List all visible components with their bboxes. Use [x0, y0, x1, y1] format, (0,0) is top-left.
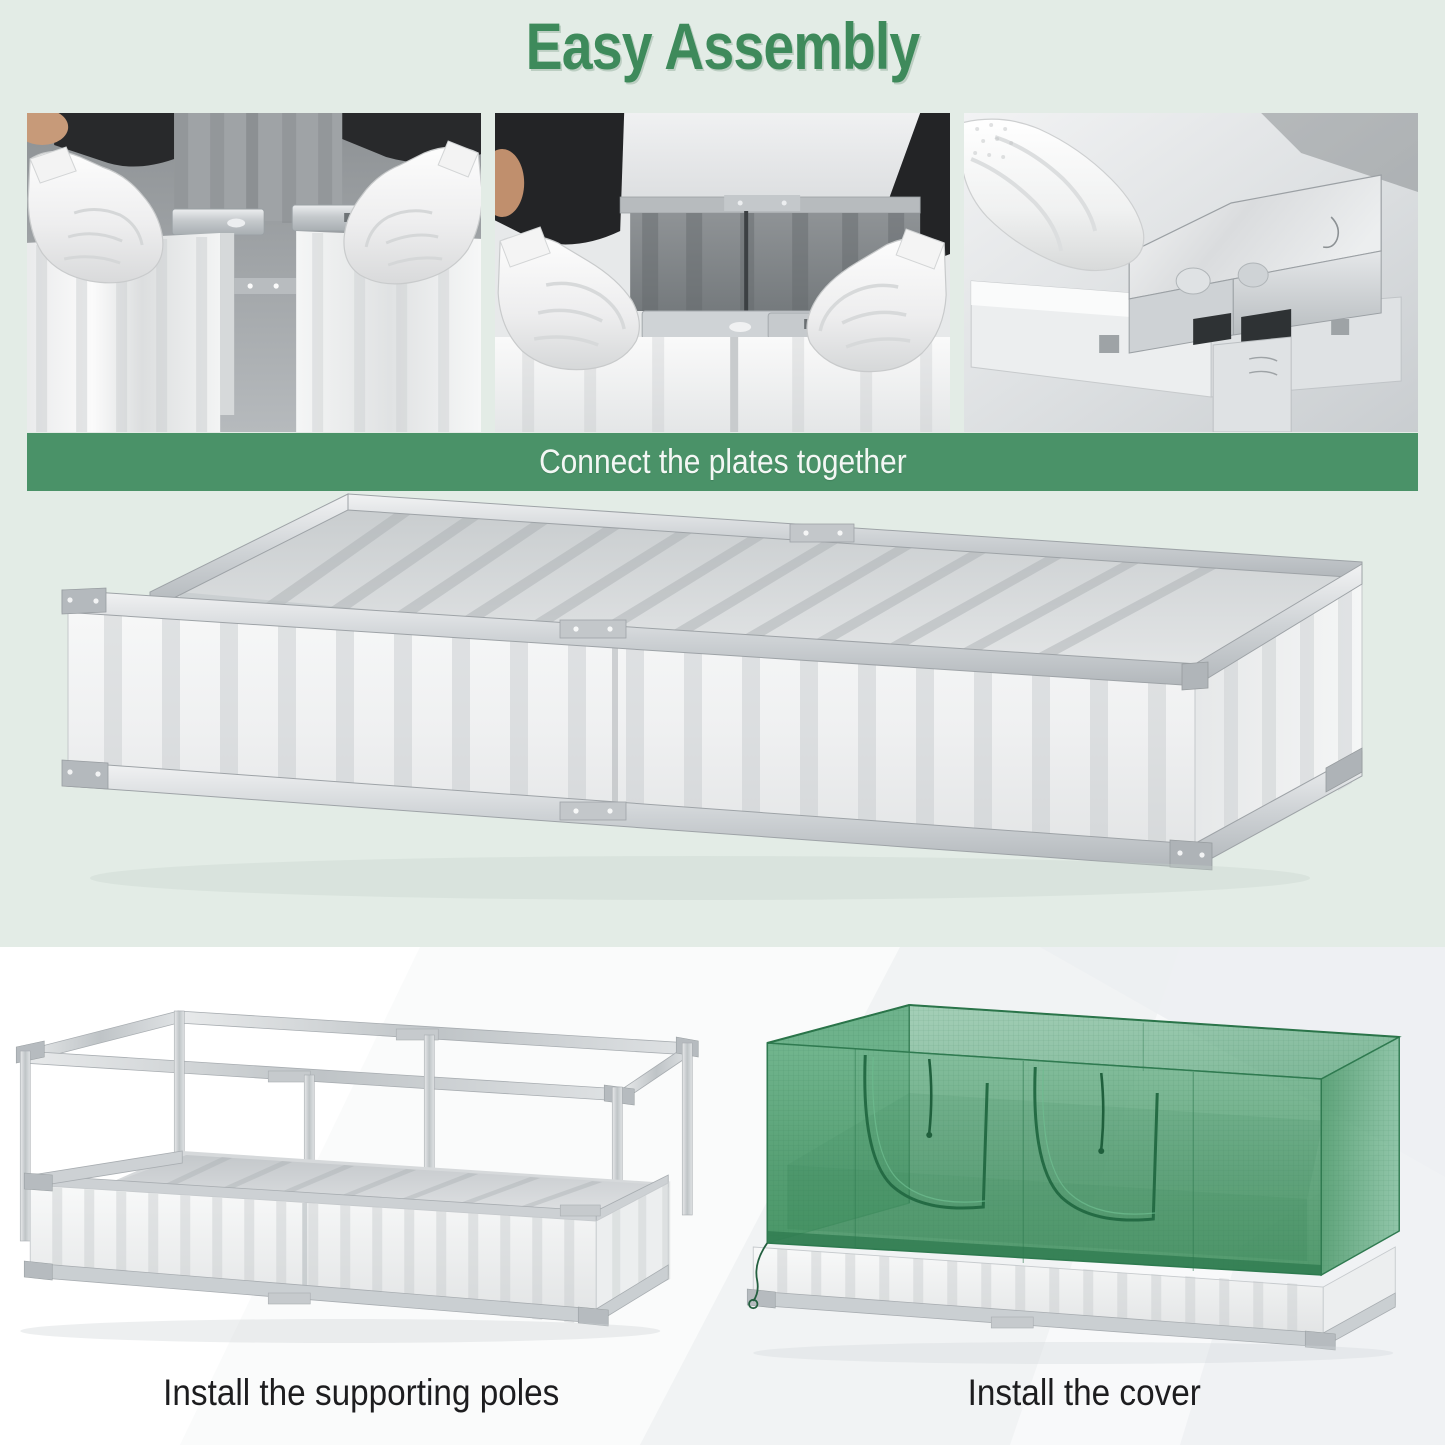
caption-cover: Install the cover: [967, 1372, 1201, 1413]
banner-label: Connect the plates together: [538, 442, 907, 481]
glove-icon: [806, 228, 948, 373]
caption-supporting-poles: Install the supporting poles: [163, 1372, 560, 1413]
glove-icon: [343, 140, 482, 285]
glove-icon: [497, 226, 641, 371]
photo-corner-bracket: [963, 113, 1418, 432]
bottom-section: [0, 947, 1445, 1445]
page-title: Easy Assembly: [525, 9, 921, 83]
step-cover: [723, 975, 1445, 1375]
instruction-banner: Connect the plates together: [27, 433, 1418, 491]
glove-icon: [963, 118, 1145, 272]
top-section: Easy Assembly: [0, 9, 1445, 950]
photo-join-rail: [495, 113, 950, 432]
step-supporting-poles: [0, 975, 723, 1375]
photo-strip: [27, 113, 1418, 432]
photo-connect-panels: [27, 113, 482, 432]
glove-icon: [27, 146, 164, 284]
hero-raised-garden-bed: [0, 480, 1445, 950]
